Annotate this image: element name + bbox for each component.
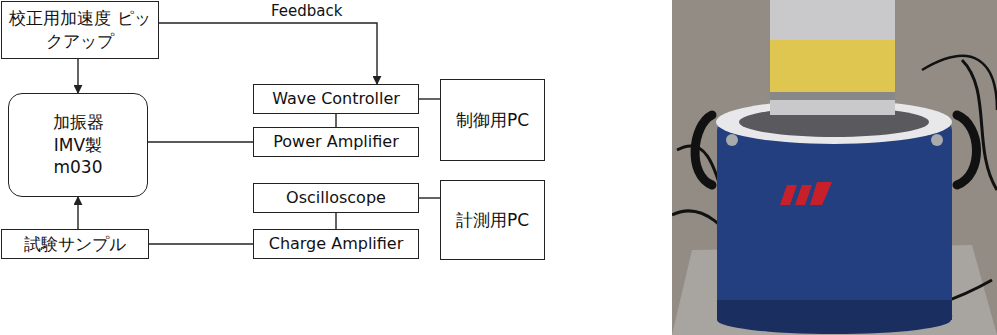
amplifier-box: Charge Amplifier	[253, 229, 419, 259]
connector	[148, 141, 253, 142]
sensor-box: 校正用加速度 ピックアップ	[1, 1, 159, 59]
connector	[419, 98, 440, 99]
shaker-box: 加振器 IMV製 m030	[8, 93, 148, 197]
node-text: 計測用PC	[456, 209, 529, 232]
connector	[419, 197, 440, 198]
node-text: 制御用PC	[456, 109, 529, 132]
edge-label: Feedback	[269, 2, 344, 20]
connector	[335, 213, 336, 229]
controller-box: Wave Controller	[253, 84, 419, 114]
node-text: Power Amplifier	[273, 131, 399, 153]
node-text: 加振器 IMV製 m030	[35, 111, 121, 180]
node-text: 試験サンプル	[24, 233, 126, 256]
amplifier-box: Power Amplifier	[253, 127, 419, 157]
node-text: Oscilloscope	[286, 187, 386, 209]
pc-box: 制御用PC	[440, 79, 545, 161]
connector	[335, 114, 336, 127]
connector	[159, 23, 377, 84]
connector	[149, 243, 253, 244]
node-text: 校正用加速度 ピックアップ	[2, 7, 158, 53]
node-text: Wave Controller	[272, 88, 400, 110]
oscilloscope-box: Oscilloscope	[253, 183, 419, 213]
pc-box: 計測用PC	[440, 180, 545, 260]
sample-box: 試験サンプル	[1, 229, 149, 259]
node-text: Charge Amplifier	[269, 233, 404, 255]
connector	[77, 197, 78, 229]
connector	[77, 59, 78, 93]
shaker-photo	[672, 0, 997, 335]
